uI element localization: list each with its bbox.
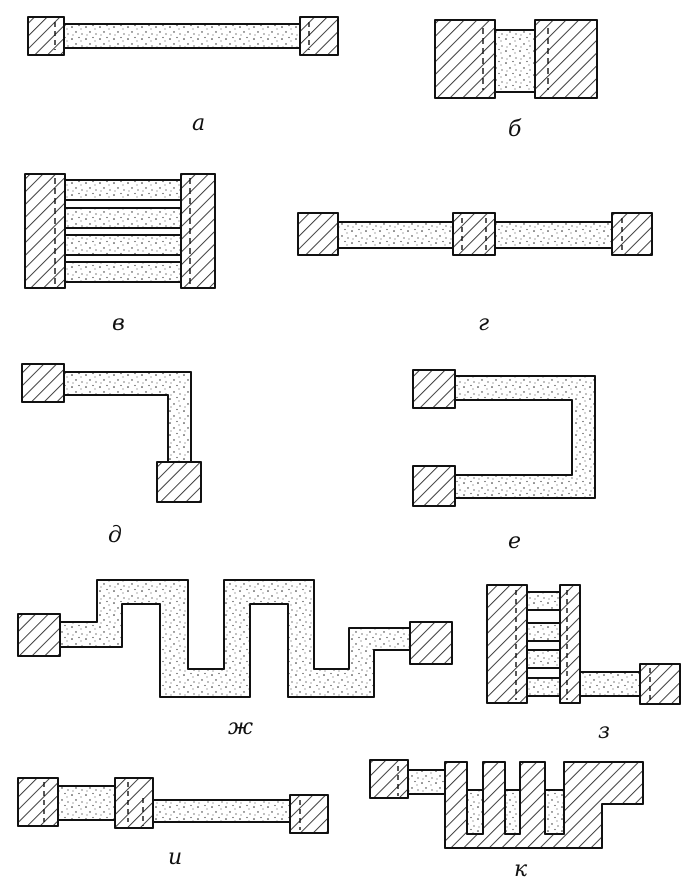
resistor-b bbox=[434, 19, 598, 99]
resistor-zh bbox=[17, 579, 453, 698]
label-i: и bbox=[168, 845, 182, 870]
label-k: к bbox=[514, 857, 528, 882]
resistor-d bbox=[21, 363, 202, 503]
resistor-k bbox=[369, 759, 644, 849]
label-g: г bbox=[478, 311, 489, 336]
label-z: з bbox=[598, 719, 610, 744]
label-d: д bbox=[108, 523, 122, 548]
resistor-g bbox=[297, 212, 653, 256]
resistor-z bbox=[486, 584, 681, 705]
label-v: в bbox=[112, 311, 125, 336]
resistor-i bbox=[17, 777, 329, 834]
label-b: б bbox=[508, 117, 522, 142]
label-a: а bbox=[192, 111, 205, 136]
label-zh: ж bbox=[228, 715, 253, 740]
resistor-a bbox=[27, 16, 339, 56]
resistor-e bbox=[412, 369, 596, 507]
resistor-v bbox=[24, 173, 216, 289]
label-e: е bbox=[508, 529, 521, 554]
